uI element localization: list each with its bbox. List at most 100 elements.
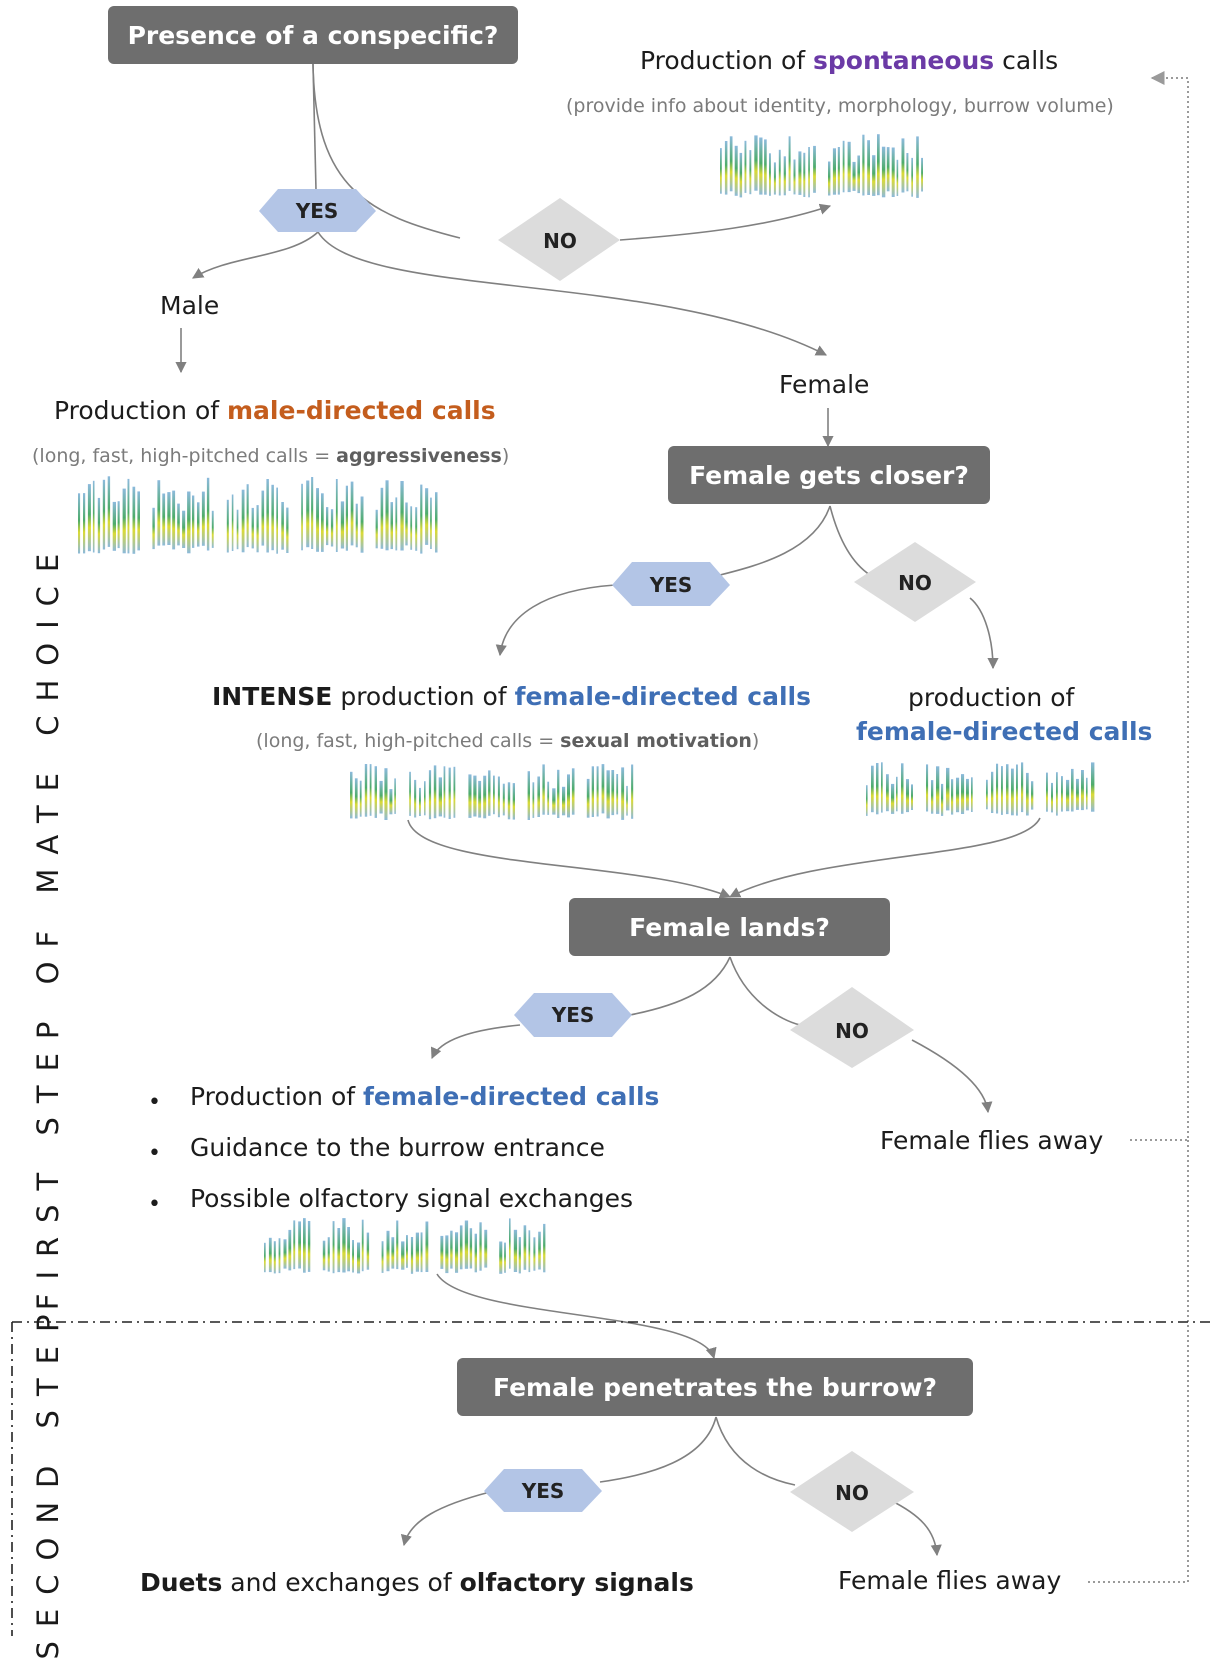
spectrogram-stroke (906, 779, 909, 813)
spectrogram-stroke (345, 485, 348, 551)
spectrogram-stroke (616, 774, 619, 815)
spectrogram-stroke (484, 1229, 488, 1268)
yes-label: YES (521, 1479, 565, 1503)
spectrogram-stroke (1011, 768, 1014, 816)
spectrogram-stroke (502, 783, 505, 816)
bullet-dot: • (148, 1141, 161, 1166)
spectrogram-stroke (778, 149, 781, 196)
spectrogram-stroke (901, 763, 904, 814)
male-calls-highlight: male-directed calls (227, 396, 496, 425)
spectrogram-stroke (424, 781, 426, 816)
no-shape (498, 198, 620, 281)
spectrogram-stroke (78, 493, 81, 554)
spectrogram-stroke (1026, 772, 1029, 816)
flies-away-2: Female flies away (838, 1566, 1062, 1595)
question-female-penetrates: Female penetrates the burrow? (457, 1358, 973, 1416)
spectrogram-stroke (311, 477, 314, 549)
spectrogram-stroke (936, 766, 940, 814)
spectrogram-stroke (601, 764, 605, 814)
spectrogram-stroke (273, 1241, 276, 1274)
spectrogram-stroke (478, 780, 482, 818)
spectrogram-stroke (528, 1230, 531, 1273)
spectrogram-stroke (261, 490, 265, 546)
spectrogram-stroke (926, 764, 929, 812)
spectrogram-stroke (83, 493, 86, 554)
spectrogram-stroke (251, 507, 254, 549)
spectrogram-stroke (1076, 778, 1079, 810)
spectrogram-stroke (425, 1221, 429, 1272)
spectrogram-stroke (783, 156, 786, 196)
yes-label: YES (649, 573, 693, 597)
spectrogram-stroke (586, 778, 590, 818)
spectrogram-stroke (803, 152, 806, 197)
spectrogram-stroke (177, 503, 180, 546)
connector-lines (175, 63, 1041, 1557)
spectrogram-stroke (187, 491, 191, 554)
lands-item-2: Guidance to the burrow entrance (190, 1133, 605, 1162)
spectrogram-stroke (445, 1235, 449, 1274)
spectrogram-stroke (769, 153, 771, 196)
spectrogram-stroke (896, 159, 899, 196)
spectrogram-stroke (1071, 768, 1074, 812)
spectrogram-stroke (571, 768, 575, 815)
no-label: NO (543, 229, 577, 253)
spectrogram-stroke (1081, 770, 1084, 811)
spectrogram-stroke (842, 140, 845, 193)
spectrogram-stroke (321, 493, 324, 552)
spectrogram-stroke (379, 780, 383, 814)
spectrogram-stroke (438, 777, 442, 817)
spectrogram-stroke (543, 1223, 546, 1273)
spectrogram-stroke (330, 509, 334, 547)
spectrogram-stroke (532, 782, 535, 818)
spectrogram-stroke (211, 510, 214, 548)
spectrogram-stroke (448, 767, 451, 819)
spectrogram-stroke (283, 1239, 287, 1269)
spectrogram-stroke (87, 484, 91, 552)
spectrogram-stroke (226, 499, 229, 553)
spectrogram-stroke (916, 136, 919, 198)
spectrogram-stroke (537, 776, 540, 817)
spectrogram-stroke (996, 763, 999, 814)
spectrogram-stroke (394, 778, 396, 814)
spectrogram-stroke (971, 777, 973, 812)
no-shapes (498, 198, 976, 1532)
spectrogram-stroke (941, 783, 944, 816)
spectrogram-stroke (542, 764, 545, 815)
spectrogram-stroke (357, 1242, 361, 1274)
spectrogram-stroke (326, 507, 329, 546)
spectrogram-stroke (157, 480, 161, 546)
spectrogram-intense (350, 764, 634, 820)
yes-shape (514, 993, 632, 1037)
spectrogram-stroke (420, 1232, 423, 1273)
spectrogram-stroke (473, 775, 477, 817)
spectrogram-stroke (1066, 779, 1070, 812)
spectrogram-stroke (264, 1242, 266, 1273)
spectrogram-stroke (720, 148, 722, 194)
spectrogram-stroke (847, 141, 851, 193)
spectrogram-stroke (182, 510, 186, 548)
spectrogram-stroke (931, 780, 934, 814)
spectrogram-stroke (453, 766, 456, 818)
lands-item-3: Possible olfactory signal exchanges (190, 1184, 634, 1213)
spectrogram-stroke (347, 1227, 350, 1272)
spectrogram-stroke (327, 1237, 330, 1272)
spectrogram-stroke (409, 771, 411, 816)
spectrogram-stroke (1001, 766, 1003, 815)
spectrogram-stroke (724, 141, 728, 195)
spectrogram-stroke (450, 1230, 453, 1269)
spectrogram-stroke (102, 479, 106, 550)
spectrogram-stroke (303, 1218, 306, 1273)
spectrogram-stroke (557, 769, 560, 818)
yes-shape (484, 1469, 602, 1512)
spectrogram-stroke (172, 490, 176, 550)
spectrogram-stroke (891, 147, 895, 197)
spectrogram-stroke (946, 767, 950, 811)
spectrogram-stroke (384, 768, 388, 820)
spectrogram-stroke (342, 1218, 346, 1273)
spectrogram-stroke (857, 155, 860, 194)
spectrogram-stroke (631, 764, 634, 819)
spectrogram-stroke (306, 480, 310, 548)
spectrogram-stroke (406, 1235, 408, 1268)
intense-heading: INTENSE production of female-directed ca… (212, 682, 811, 711)
